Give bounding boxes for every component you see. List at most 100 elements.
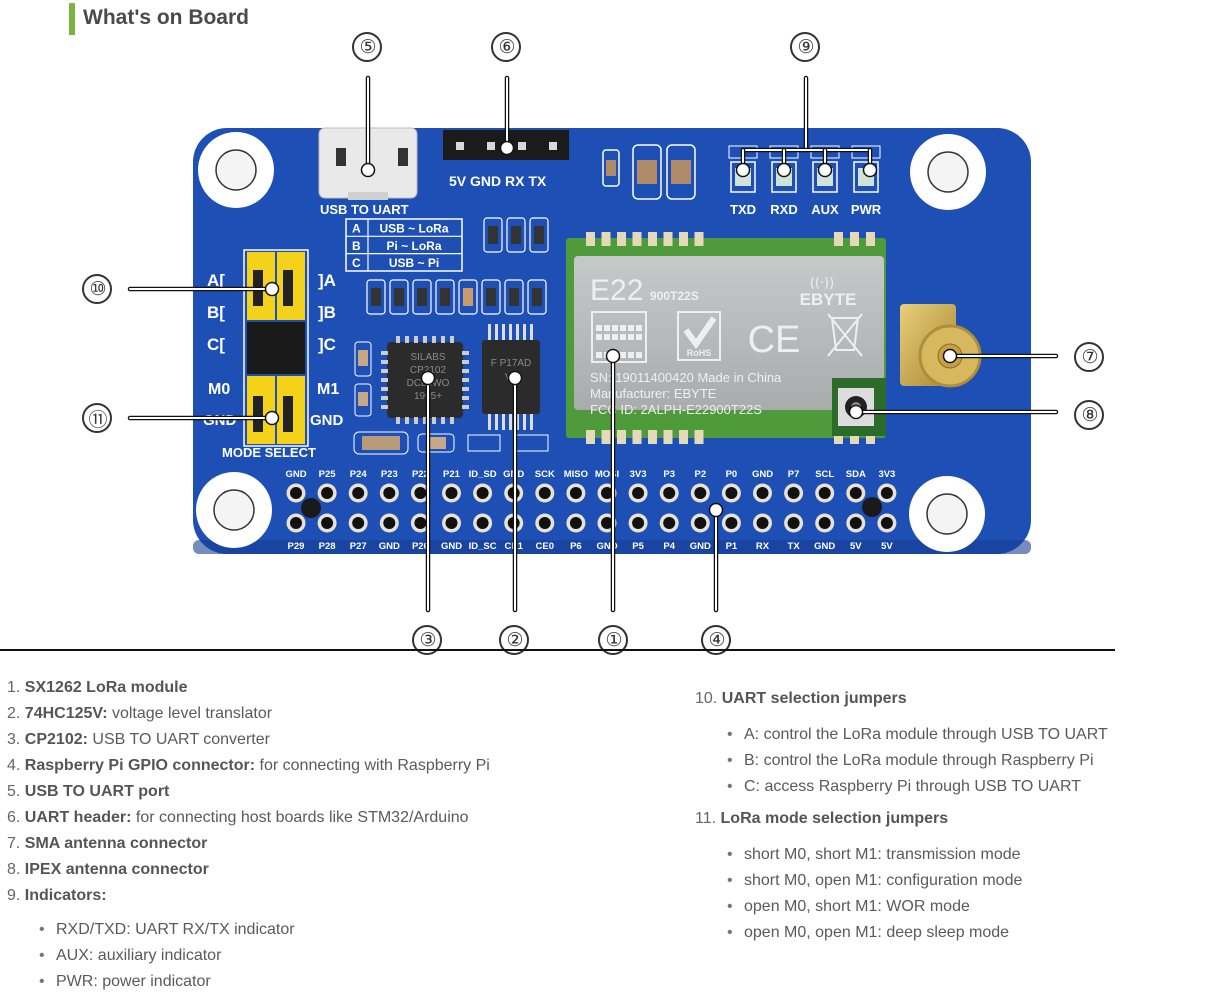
chip-pin [432,336,436,343]
qr-cell [604,325,610,331]
indicator-label: PWR [851,202,882,217]
callout-8: ⑧ [1074,400,1104,430]
module-model: E22 [590,274,643,307]
jumper-left-label: B[ [207,303,225,322]
chip-pin [488,324,491,340]
gpio-bottom-label: P28 [319,541,336,552]
qr-cell [596,334,602,340]
gpio-top-label: GND [752,469,773,480]
rohs-check-icon [683,316,717,350]
module-pad [632,232,642,246]
gpio-pin-hole [880,517,893,529]
module-pad [648,430,657,444]
chip-marking: SILABS [410,352,445,363]
gpio-pin-hole [756,517,769,529]
gpio-bottom-label: P1 [726,541,738,552]
indicator-label: TXD [730,202,756,217]
mounting-hole [927,151,969,193]
chip-pin [462,378,469,382]
chip-pin [405,417,409,424]
gpio-top-label: MISO [564,469,588,480]
leader-dot-5 [360,162,376,178]
usb-label: USB TO UART [320,202,409,217]
gpio-top-label: MOSI [595,469,619,480]
jumper-table-key: A [352,222,361,236]
resistor-body [394,288,404,306]
qr-cell [612,325,618,331]
chip-pin [530,324,533,340]
module-pad [601,232,611,246]
jumper-table-frame [345,218,463,272]
jumper-table-key: B [352,239,361,253]
gpio-top-label: SDA [846,469,866,480]
gpio-top-label: P21 [443,469,461,480]
leader-dot-6 [499,140,515,156]
gpio-pin-hole [818,487,831,499]
module-pad [850,430,859,444]
gpio-top-label: P7 [788,469,800,480]
gpio-pin-hole [632,487,645,499]
gpio-pin-hole [818,517,831,529]
gpio-pin-hole [880,487,893,499]
chip-pin [516,414,519,430]
chip-pin [502,414,505,430]
mode-selection-jumpers [247,376,305,444]
jumper-left-label: A[ [207,271,225,290]
mounting-hole [215,149,257,191]
m0-label: M0 [208,381,230,398]
legend-item-5: 5. USB TO UART port [7,783,170,800]
module-brand: EBYTE [800,290,857,309]
qr-cell [596,352,602,358]
mounting-holes [196,132,986,552]
jumper-table-value: Pi ~ LoRa [386,239,441,253]
chip-pin [423,336,427,343]
gpio-pin-hole [321,517,334,529]
gpio-pin-hole [476,517,489,529]
qr-cell [620,325,626,331]
module-pad [617,232,626,246]
sublist-item: AUX: auxiliary indicator [39,943,490,969]
leader-dot-8 [848,404,864,420]
sublist-item: A: control the LoRa module through USB T… [727,722,1108,748]
mounting-hole [926,493,968,535]
gpio-top-label: P25 [319,469,337,480]
callout-3: ③ [412,625,442,655]
chip-pin [381,405,388,409]
chip-marking: CP2102 [410,365,447,376]
qr-code [591,311,647,363]
qr-cell [620,334,626,340]
chip-pin [488,414,491,430]
gpio-bottom-label: GND [690,541,711,552]
callout-11: ⑪ [82,403,112,433]
section-title: What's on Board [69,3,249,35]
ce-mark: CE [748,319,801,361]
resistor-array [366,217,549,315]
legend-item-7: 7. SMA antenna connector [7,835,208,852]
resistor-body [440,288,450,306]
gpio-pin-hole [445,517,458,529]
capacitors [602,144,696,200]
gpio-top-label: SCK [535,469,555,480]
legend-right: 10. UART selection jumpers A: control th… [695,686,1108,952]
sublist-item: open M0, short M1: WOR mode [727,894,1108,920]
uart-jumpers-sublist: A: control the LoRa module through USB T… [727,722,1108,800]
module-pad [834,232,843,246]
resistor-body [532,288,542,306]
legend-item-10: 10. UART selection jumpers [695,690,907,707]
qr-cell [604,334,610,340]
module-sn: SN: 19011400420 Made in China [590,370,782,385]
m1-label: M1 [317,381,339,398]
chip-pin [523,324,526,340]
chip-pin [405,336,409,343]
module-pad [632,430,642,444]
chip-pin [462,396,469,400]
chip-marking: F P17AD [491,358,532,369]
chip-pin [495,324,498,340]
chip-pin [381,360,388,364]
gpio-pin-hole [321,487,334,499]
module-submodel: 900T22S [650,289,699,303]
legend-item-1: 1. SX1262 LoRa module [7,679,188,696]
gpio-pin-hole [725,517,738,529]
gpio-bottom-label: P5 [632,541,644,552]
jumper-right-label: ]A [318,271,336,290]
